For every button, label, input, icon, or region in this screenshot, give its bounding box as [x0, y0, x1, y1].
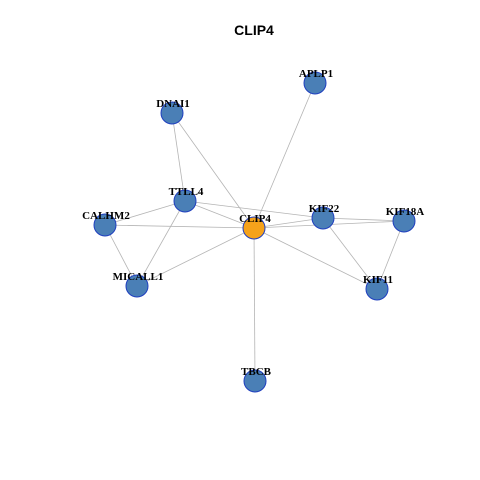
edge-ttll4-micall1: [136, 200, 186, 287]
edge-clip4-kif11: [253, 227, 378, 290]
node-tbcb[interactable]: [243, 369, 267, 393]
edge-clip4-micall1: [136, 227, 255, 287]
node-label-micall1: MICALL1: [113, 271, 164, 283]
node-label-clip4: CLIP4: [239, 213, 271, 225]
node-label-kif22: KIF22: [309, 203, 340, 215]
edge-clip4-aplp1: [253, 82, 316, 229]
node-layer: [93, 71, 416, 393]
node-label-tbcb: TBCB: [241, 366, 272, 378]
node-label-ttll4: TTLL4: [169, 186, 204, 198]
node-aplp1[interactable]: [303, 71, 327, 95]
node-kif18a[interactable]: [392, 209, 416, 233]
edge-dnai1-ttll4: [171, 112, 186, 202]
node-label-kif11: KIF11: [363, 274, 393, 286]
edge-kif18a-kif11: [376, 220, 405, 290]
node-clip4[interactable]: [242, 216, 266, 240]
node-kif22[interactable]: [311, 206, 335, 230]
node-label-kif18a: KIF18A: [386, 206, 425, 218]
node-label-calhm2: CALHM2: [82, 210, 130, 222]
edge-kif22-kif11: [322, 217, 378, 290]
edge-ttll4-calhm2: [104, 200, 186, 226]
edge-clip4-tbcb: [253, 227, 256, 382]
node-calhm2[interactable]: [93, 213, 117, 237]
node-kif11[interactable]: [365, 277, 389, 301]
edge-clip4-kif22: [253, 217, 324, 229]
edge-clip4-calhm2: [104, 224, 255, 229]
edge-clip4-dnai1: [171, 112, 255, 229]
node-ttll4[interactable]: [173, 189, 197, 213]
node-dnai1[interactable]: [160, 101, 184, 125]
diagram-title: CLIP4: [234, 22, 274, 38]
node-micall1[interactable]: [125, 274, 149, 298]
node-label-dnai1: DNAI1: [156, 98, 190, 110]
edge-ttll4-kif22: [184, 200, 324, 219]
edge-kif22-kif18a: [322, 217, 405, 222]
node-label-aplp1: APLP1: [299, 68, 333, 80]
edge-clip4-ttll4: [184, 200, 255, 229]
